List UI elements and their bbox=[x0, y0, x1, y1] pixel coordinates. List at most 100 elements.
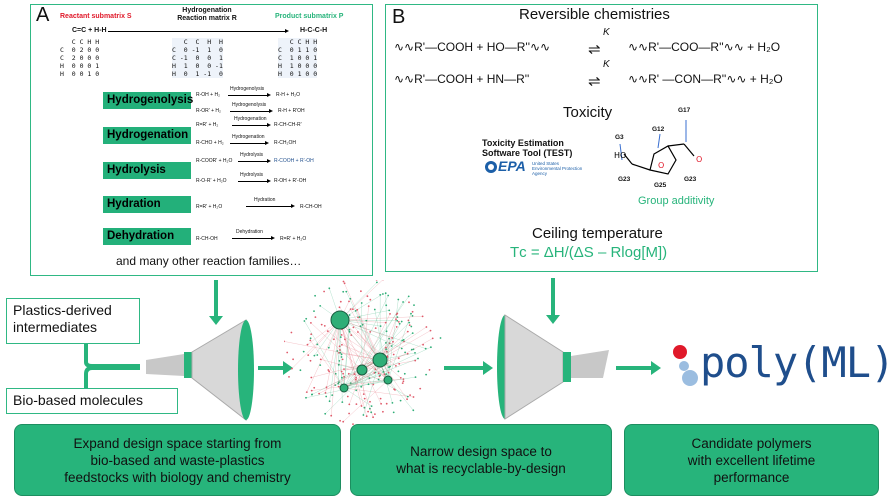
network-node bbox=[390, 345, 393, 347]
network-node bbox=[430, 346, 432, 349]
network-hub-node bbox=[330, 310, 350, 330]
network-node bbox=[348, 314, 351, 316]
group-additivity-label: Group additivity bbox=[638, 195, 715, 207]
network-edge bbox=[338, 319, 341, 384]
test-label: Toxicity Estimation Software Tool (TEST) bbox=[482, 138, 573, 158]
funnel-1-cone bbox=[191, 319, 247, 422]
network-node bbox=[359, 325, 362, 328]
network-node bbox=[402, 378, 405, 380]
network-node bbox=[392, 353, 395, 356]
network-edge bbox=[327, 330, 389, 381]
network-edge bbox=[339, 319, 390, 383]
network-node bbox=[342, 290, 345, 293]
scheme-7-label: Hydration bbox=[254, 197, 276, 203]
network-node bbox=[348, 300, 350, 303]
network-node bbox=[284, 340, 285, 343]
network-node bbox=[292, 358, 294, 361]
reactant-formula: C=C + H-H bbox=[72, 27, 107, 34]
network-node bbox=[338, 360, 341, 362]
network-node bbox=[314, 316, 317, 318]
network-node bbox=[417, 357, 419, 360]
network-node bbox=[325, 386, 328, 389]
network-node bbox=[392, 411, 395, 414]
network-node bbox=[395, 326, 398, 328]
scheme-4-left: R-CHO + H₂ bbox=[196, 140, 224, 146]
step-candidate-box: Candidate polymers with excellent lifeti… bbox=[624, 424, 879, 496]
network-edge bbox=[361, 301, 404, 371]
scheme-8-label: Dehydration bbox=[236, 229, 263, 235]
network-node bbox=[377, 372, 380, 375]
scheme-4-label: Hydrogenation bbox=[232, 134, 265, 140]
network-edge bbox=[325, 319, 341, 393]
network-hub-node bbox=[383, 375, 393, 385]
network-node bbox=[323, 325, 326, 327]
network-node bbox=[360, 302, 363, 304]
network-edge bbox=[361, 306, 369, 371]
arrow-to-polyml bbox=[616, 361, 661, 375]
network-node bbox=[376, 281, 378, 284]
network-node bbox=[310, 389, 313, 392]
network-node bbox=[419, 387, 422, 390]
scheme-6-left: R-O-R' + H₂O bbox=[196, 178, 227, 184]
furan-ring bbox=[649, 145, 677, 175]
network-node bbox=[355, 389, 358, 392]
furan-molecule: O O HO bbox=[614, 120, 702, 175]
network-node bbox=[340, 370, 343, 373]
network-node bbox=[387, 371, 390, 374]
network-edge bbox=[341, 334, 381, 361]
network-edge bbox=[339, 319, 396, 367]
network-node bbox=[345, 290, 348, 293]
network-node bbox=[383, 373, 386, 376]
network-node bbox=[411, 332, 414, 334]
network-node bbox=[397, 357, 400, 360]
panel-a-footer: and many other reaction families… bbox=[116, 254, 302, 268]
network-node bbox=[339, 349, 341, 351]
network-node bbox=[333, 338, 335, 341]
network-edge bbox=[361, 326, 427, 371]
scheme-3-left: R=R' + H₂ bbox=[196, 122, 219, 128]
network-node bbox=[369, 400, 371, 403]
polyml-logo-text: poly(ML) bbox=[700, 338, 895, 387]
network-node bbox=[402, 380, 405, 383]
network-edge bbox=[339, 319, 367, 417]
network-node bbox=[400, 320, 403, 323]
scheme-1-left: R-OH + H₂ bbox=[196, 92, 221, 98]
network-node bbox=[399, 399, 402, 402]
funnel-1-collar bbox=[184, 352, 192, 378]
network-node bbox=[326, 330, 329, 332]
network-node bbox=[372, 416, 374, 419]
network-node bbox=[397, 370, 400, 373]
logo-red-dot bbox=[673, 345, 687, 359]
network-node bbox=[379, 374, 381, 376]
scheme-8-right: R=R' + H₂O bbox=[280, 236, 307, 242]
network-node bbox=[348, 403, 351, 406]
network-node bbox=[387, 294, 390, 297]
scheme-4-arrow bbox=[230, 141, 269, 145]
network-node bbox=[341, 358, 344, 361]
network-node bbox=[425, 326, 428, 328]
network-node bbox=[368, 377, 371, 379]
network-node bbox=[412, 409, 415, 412]
panel-b-letter: B bbox=[392, 6, 406, 28]
eq2-k: K bbox=[603, 59, 610, 70]
network-edge bbox=[339, 316, 423, 321]
scheme-5-left: R-COOR' + H₂O bbox=[196, 158, 233, 164]
network-node bbox=[310, 333, 313, 336]
network-node bbox=[309, 339, 312, 342]
network-node bbox=[367, 410, 369, 413]
network-node bbox=[337, 385, 340, 388]
network-node bbox=[402, 301, 404, 303]
network-node bbox=[394, 389, 396, 391]
network-node bbox=[396, 312, 399, 315]
network-node bbox=[429, 329, 432, 332]
reaction-hydrogenolysis: Hydrogenolysis bbox=[103, 92, 193, 109]
input-feed-arrows bbox=[84, 344, 140, 388]
scheme-6-label: Hydrolysis bbox=[240, 172, 264, 178]
network-node bbox=[360, 405, 363, 407]
network-node bbox=[310, 322, 312, 324]
ceiling-title: Ceiling temperature bbox=[532, 225, 663, 242]
network-node bbox=[410, 325, 413, 328]
network-node bbox=[313, 310, 315, 312]
network-node bbox=[307, 354, 310, 356]
funnel-1-spout bbox=[146, 354, 184, 376]
